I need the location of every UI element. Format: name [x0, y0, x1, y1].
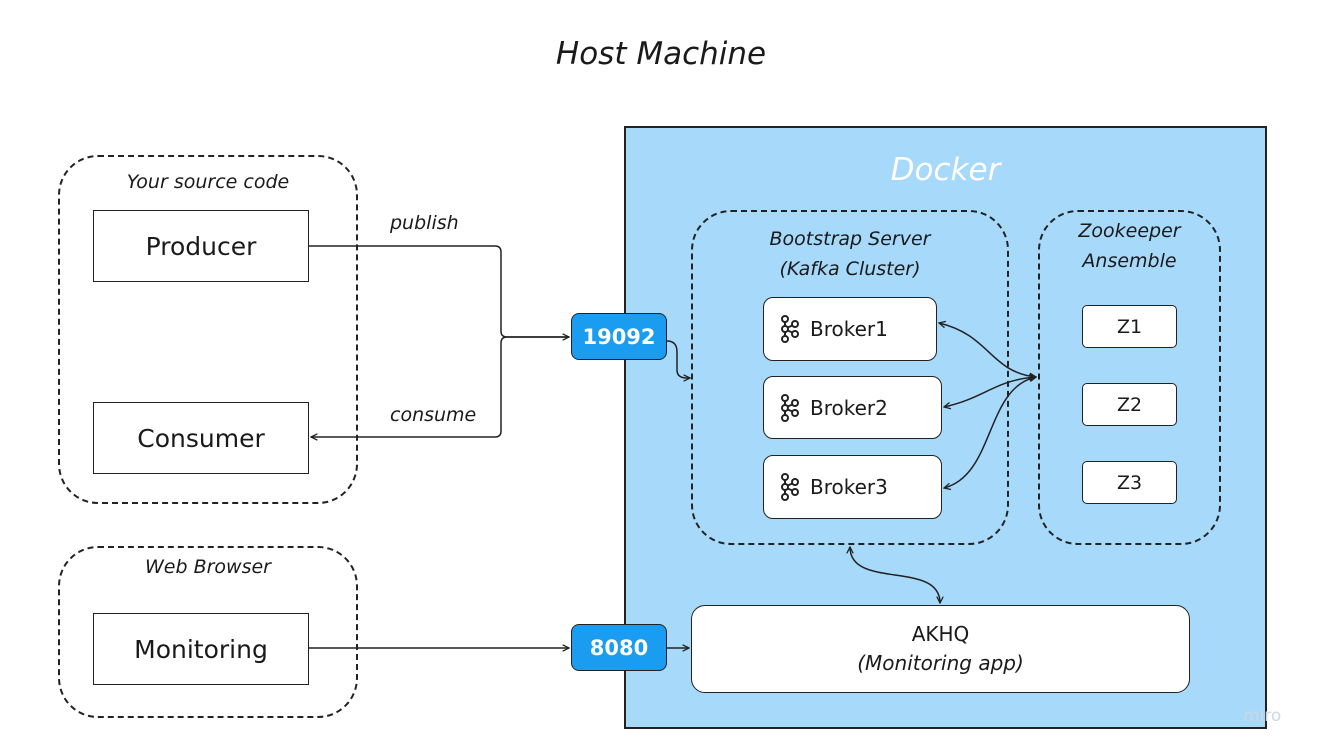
kafka-icon [778, 472, 802, 502]
port-badge-kafka: 19092 [571, 313, 667, 360]
consumer-box: Consumer [93, 402, 309, 474]
miro-watermark: miro [1243, 706, 1282, 726]
broker-2: Broker2 [763, 376, 942, 439]
bootstrap-akhq-connector [850, 547, 940, 603]
consume-label: consume [390, 404, 477, 426]
akhq-box: AKHQ (Monitoring app) [691, 605, 1190, 693]
port-to-bootstrap-connector [666, 340, 690, 378]
akhq-subtitle: (Monitoring app) [857, 651, 1024, 675]
broker-1: Broker1 [763, 297, 937, 361]
docker-label: Docker [890, 152, 1001, 188]
broker3-zookeeper-connector [944, 377, 1036, 488]
producer-box: Producer [93, 210, 309, 282]
web-browser-group [58, 546, 358, 718]
broker-label: Broker1 [810, 317, 888, 341]
broker-label: Broker2 [810, 395, 888, 420]
web-browser-label: Web Browser [145, 556, 271, 578]
kafka-icon [778, 314, 802, 344]
zookeeper-label-1: Zookeeper [1078, 220, 1181, 242]
bootstrap-server-label-2: (Kafka Cluster) [779, 258, 921, 280]
zookeeper-node-1: Z1 [1082, 305, 1177, 348]
source-code-label: Your source code [126, 171, 290, 193]
kafka-icon [778, 393, 802, 423]
publish-label: publish [390, 212, 459, 234]
zookeeper-node-3: Z3 [1082, 461, 1177, 504]
akhq-title: AKHQ [911, 622, 970, 646]
broker-3: Broker3 [763, 455, 942, 519]
zookeeper-group [1038, 210, 1221, 545]
monitoring-box: Monitoring [93, 613, 309, 685]
bootstrap-server-label-1: Bootstrap Server [769, 228, 931, 250]
broker1-zookeeper-connector [939, 323, 1036, 377]
zookeeper-label-2: Ansemble [1082, 250, 1177, 272]
diagram-title: Host Machine [555, 36, 767, 72]
publish-connector [309, 245, 569, 337]
consume-connector [311, 336, 569, 437]
zookeeper-node-2: Z2 [1082, 383, 1177, 426]
source-code-group [58, 155, 358, 504]
broker2-zookeeper-connector [944, 377, 1036, 407]
port-badge-akhq: 8080 [571, 624, 667, 671]
broker-label: Broker3 [810, 475, 888, 499]
